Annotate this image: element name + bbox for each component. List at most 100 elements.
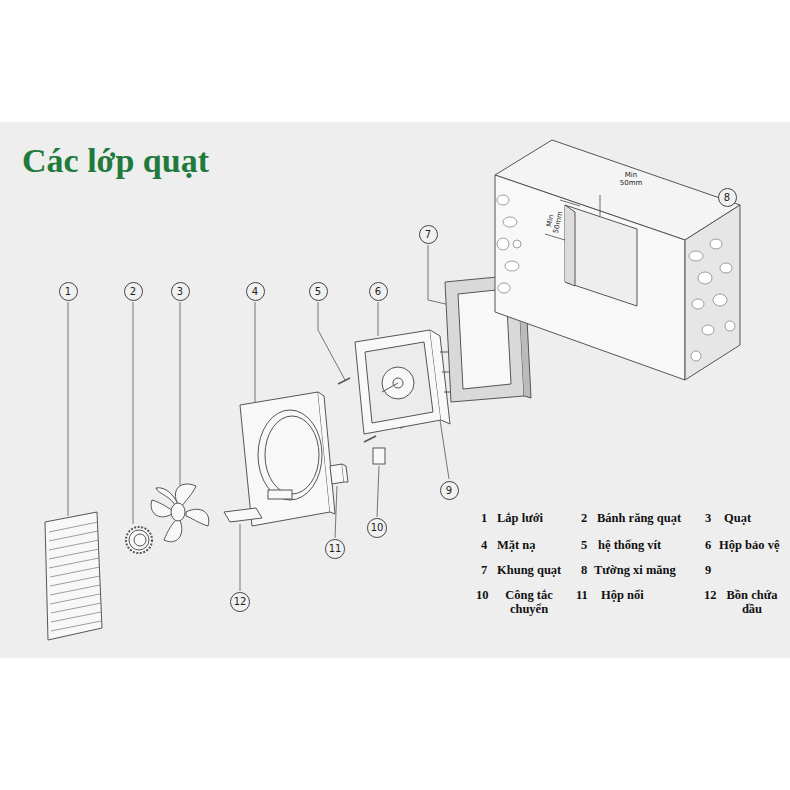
- part-name: 6: [705, 539, 711, 553]
- callout-circle: 5: [309, 282, 328, 301]
- cement-wall: [702, 325, 714, 335]
- cement-wall: [691, 351, 701, 361]
- callout-circle: 4: [246, 282, 265, 301]
- part-name: 8: [581, 564, 587, 578]
- gear: [129, 530, 149, 550]
- leader-lines: [240, 524, 241, 591]
- grille: [50, 585, 100, 595]
- gear: [126, 527, 152, 553]
- leader-lines: [318, 302, 345, 380]
- callout-circle: 8: [718, 188, 737, 207]
- fan-blades: [151, 500, 172, 517]
- callout-number: 10: [371, 522, 384, 533]
- cement-wall: [689, 251, 703, 261]
- grille: [50, 594, 100, 604]
- screws: [338, 378, 350, 384]
- callout-circle: 11: [325, 539, 345, 559]
- gear: [126, 527, 152, 553]
- cement-wall: [497, 238, 509, 250]
- cement-wall: [513, 240, 521, 248]
- gear: [134, 534, 146, 546]
- grille: [50, 567, 100, 577]
- part-name: hệ thống vít: [598, 539, 661, 553]
- leader-lines: [440, 420, 449, 479]
- face-plate: [265, 416, 319, 494]
- leader-lines: [68, 302, 69, 516]
- cement-wall: [725, 321, 735, 331]
- fan-blades: [164, 520, 182, 542]
- cement-wall: [685, 205, 740, 380]
- grille: [49, 531, 98, 541]
- cement-wall: [545, 195, 600, 240]
- part-name: Hộp bảo vệ: [719, 539, 779, 553]
- part-name: Khung quạt: [497, 564, 561, 578]
- leader-lines: [180, 302, 181, 494]
- part-name: 3: [705, 512, 711, 526]
- leader-lines: [377, 466, 379, 517]
- part-name: 11: [576, 589, 588, 603]
- leader-lines: [378, 302, 379, 336]
- grille: [49, 558, 99, 568]
- part-name: 1: [481, 512, 487, 526]
- callout-circle: 10: [367, 518, 387, 538]
- fan-blades: [171, 503, 185, 521]
- part-name: 7: [481, 564, 487, 578]
- grille: [51, 621, 101, 631]
- fan-blades: [151, 484, 209, 542]
- housing-box: [355, 330, 454, 434]
- part-name: 12: [704, 589, 717, 603]
- face-plate: [240, 392, 330, 526]
- cement-wall: [698, 272, 712, 284]
- callout-circle: 7: [419, 225, 438, 244]
- cement-wall: [545, 234, 565, 240]
- grille: [45, 512, 102, 640]
- housing-box: [355, 330, 441, 434]
- switch-and-junction: [342, 464, 348, 482]
- callout-number: 5: [315, 286, 321, 297]
- part-name: 5: [581, 539, 587, 553]
- face-plate: [258, 410, 322, 500]
- callout-number: 8: [724, 192, 730, 203]
- cement-wall: [565, 205, 637, 306]
- cement-wall: [495, 175, 685, 380]
- housing-box: [365, 342, 433, 423]
- part-name: Hộp nối: [601, 589, 644, 603]
- callout-circle: 1: [59, 282, 78, 301]
- switch-and-junction: [330, 448, 385, 484]
- part-name: 4: [481, 539, 487, 553]
- cement-wall: [720, 263, 732, 273]
- cement-wall: [713, 294, 727, 306]
- grille: [49, 549, 99, 559]
- switch-and-junction: [330, 464, 344, 484]
- callout-circle: 2: [124, 282, 143, 301]
- grille: [49, 540, 99, 550]
- fan-blades: [186, 509, 209, 526]
- panel-ground: [0, 122, 790, 658]
- part-name: 2: [581, 512, 587, 526]
- callout-circle: 3: [171, 282, 190, 301]
- cement-wall: [505, 261, 519, 271]
- callout-circle: 6: [369, 282, 388, 301]
- part-name: Tường xi măng: [594, 564, 676, 578]
- cement-wall: [710, 239, 722, 249]
- part-name: Lắp lưới: [497, 512, 543, 526]
- face-plate: [240, 392, 335, 526]
- callout-number: 9: [446, 485, 452, 496]
- cement-wall: [495, 140, 740, 380]
- grille: [50, 576, 100, 586]
- callout-number: 12: [234, 596, 247, 607]
- grille: [49, 522, 101, 631]
- leader-lines: [68, 199, 716, 591]
- callout-circle: 9: [440, 481, 459, 500]
- leader-lines: [133, 302, 134, 524]
- cement-wall: [565, 205, 575, 286]
- dimension-label: Min 50mm: [545, 206, 566, 237]
- cement-wall: [497, 195, 735, 361]
- dimension-label: Min 50mm: [617, 172, 645, 187]
- cement-wall: [497, 195, 509, 205]
- oil-tray: [224, 508, 262, 522]
- cement-wall: [560, 200, 580, 206]
